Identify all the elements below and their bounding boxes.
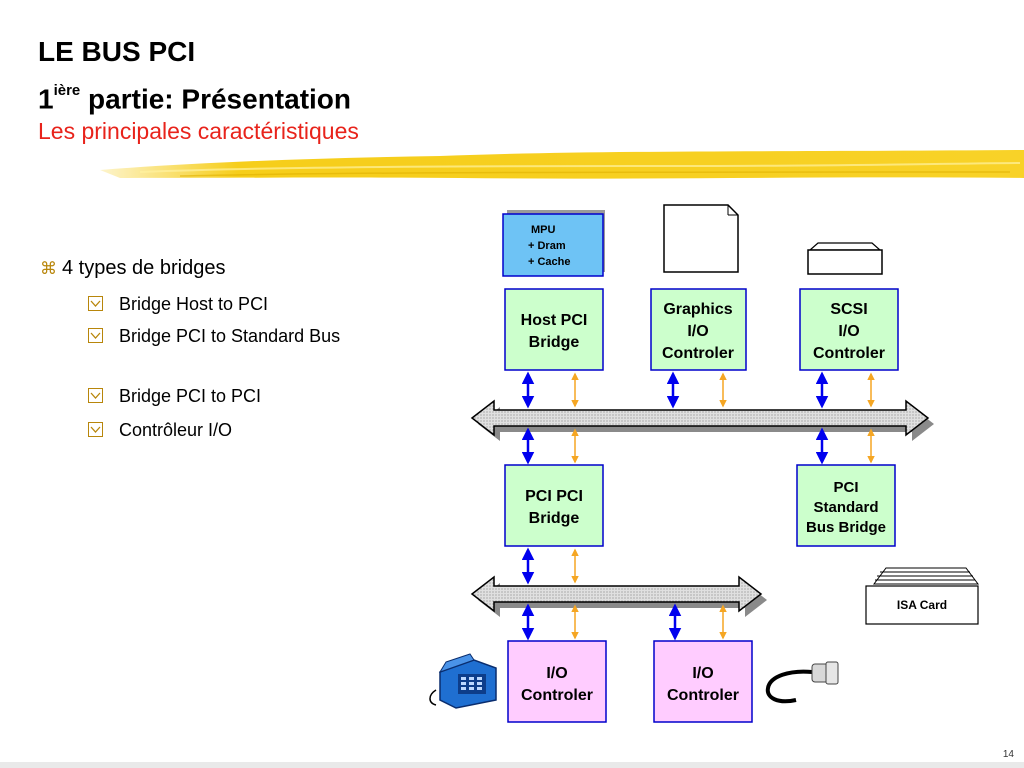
mpu-box: MPU + Dram + Cache bbox=[502, 210, 605, 277]
cable-connector-icon bbox=[765, 661, 839, 704]
telephone-icon bbox=[429, 653, 497, 709]
slide-title: LE BUS PCI bbox=[38, 36, 196, 67]
std-bridge-line1: PCI bbox=[833, 479, 858, 496]
footer-bar bbox=[0, 762, 1024, 768]
bullet-main-text: 4 types de bridges bbox=[62, 257, 226, 279]
graphics-io-controller-box: Graphics I/O Controler bbox=[650, 288, 747, 371]
checkbox-icon bbox=[88, 328, 103, 343]
scsi-line3: Controler bbox=[813, 345, 885, 362]
checkbox-icon bbox=[88, 422, 103, 437]
pci-standard-bus-bridge-box: PCI Standard Bus Bridge bbox=[796, 464, 896, 547]
bullet-item: Bridge PCI to PCI bbox=[88, 384, 378, 408]
command-icon: ⌘ bbox=[40, 259, 57, 278]
scsi-line2: I/O bbox=[838, 323, 859, 340]
io-controller-box-2: I/O Controler bbox=[653, 640, 753, 723]
bullet-item-text: Contrôleur I/O bbox=[119, 420, 233, 440]
slide-title-line2: 1ière partie: Présentation bbox=[38, 78, 351, 115]
bullet-item: Bridge Host to PCI bbox=[88, 292, 378, 316]
host-bridge-line2: Bridge bbox=[529, 334, 580, 351]
isa-card-stack: ISA Card bbox=[865, 567, 979, 625]
bullet-item: Bridge PCI to Standard Bus bbox=[88, 324, 378, 348]
io2-line2: Controler bbox=[667, 687, 739, 704]
pci-bus-upper bbox=[470, 399, 934, 441]
graphics-line3: Controler bbox=[662, 345, 734, 362]
bullet-item-text: Bridge PCI to Standard Bus bbox=[119, 326, 341, 346]
mpu-cache-label: + Cache bbox=[528, 256, 571, 268]
title-superscript: ière bbox=[53, 82, 81, 99]
page-number: 14 bbox=[1002, 749, 1014, 760]
io2-line1: I/O bbox=[692, 665, 713, 682]
disk-drive-icon bbox=[807, 242, 883, 275]
isa-card-label: ISA Card bbox=[897, 598, 947, 612]
std-bridge-line2: Standard bbox=[813, 499, 878, 516]
monitor-icon bbox=[663, 204, 739, 273]
pci-bridge-line1: PCI PCI bbox=[525, 488, 583, 505]
graphics-line2: I/O bbox=[687, 323, 708, 340]
bullet-item-text: Bridge Host to PCI bbox=[119, 294, 269, 314]
io-controller-box-1: I/O Controler bbox=[507, 640, 607, 723]
checkbox-icon bbox=[88, 388, 103, 403]
io1-line2: Controler bbox=[521, 687, 593, 704]
host-bridge-line1: Host PCI bbox=[521, 312, 588, 329]
mpu-dram-label: + Dram bbox=[528, 240, 566, 252]
io1-line1: I/O bbox=[546, 665, 567, 682]
scsi-io-controller-box: SCSI I/O Controler bbox=[799, 288, 899, 371]
bus-arrows-upper bbox=[521, 371, 875, 465]
slide-subtitle: Les principales caractéristiques bbox=[38, 118, 359, 144]
bus-arrows-lower bbox=[521, 547, 727, 641]
pci-bus-lower bbox=[470, 575, 767, 617]
bullet-item-text: Bridge PCI to PCI bbox=[119, 386, 262, 406]
scsi-line1: SCSI bbox=[830, 301, 867, 318]
std-bridge-line3: Bus Bridge bbox=[806, 519, 886, 536]
title-rest: partie: Présentation bbox=[80, 83, 352, 115]
host-pci-bridge-box: Host PCI Bridge bbox=[504, 288, 604, 371]
checkbox-icon bbox=[88, 296, 103, 311]
graphics-line1: Graphics bbox=[663, 301, 732, 318]
bullet-main: ⌘ 4 types de bridges bbox=[40, 257, 225, 280]
bullet-item: Contrôleur I/O bbox=[88, 418, 378, 442]
pci-pci-bridge-box: PCI PCI Bridge bbox=[504, 464, 604, 547]
title-number: 1 bbox=[38, 83, 54, 115]
mpu-label: MPU bbox=[531, 224, 556, 236]
pci-bridge-line2: Bridge bbox=[529, 510, 580, 527]
